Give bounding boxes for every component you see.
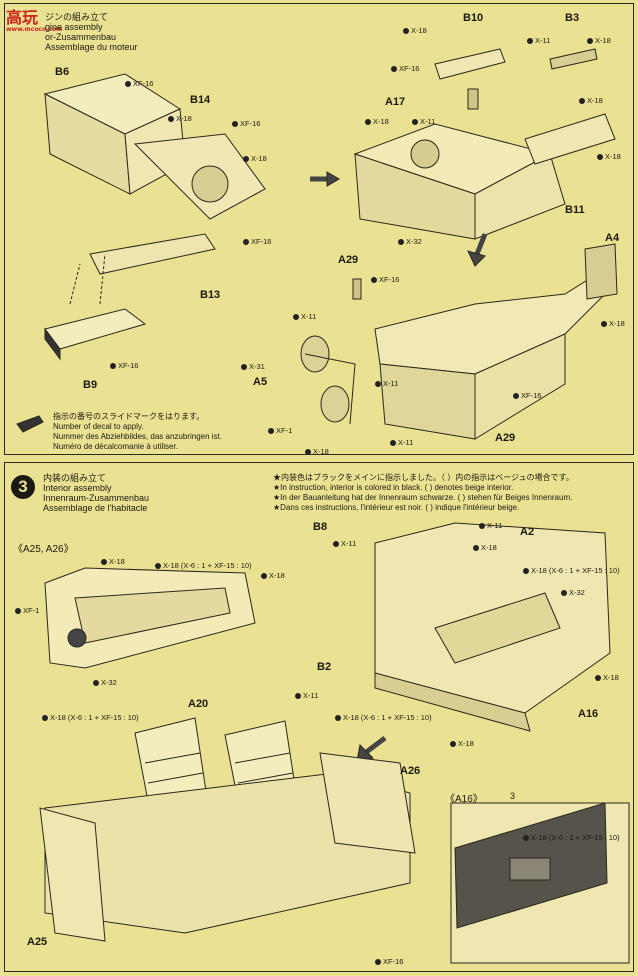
- code-x18: X-18: [261, 571, 285, 580]
- part-b14: B14: [190, 94, 211, 106]
- decal-ref: 3: [510, 791, 516, 801]
- code-xf16: XF-16: [110, 361, 138, 370]
- part-a29-top: A29: [338, 254, 359, 266]
- code-x18: X-18: [305, 447, 329, 456]
- mix-code: X-18 (X-6 : 1 + XF-15 : 10): [335, 713, 432, 722]
- code-x18: X-18: [365, 117, 389, 126]
- code-xf16: XF-16: [125, 79, 153, 88]
- code-x11: X-11: [333, 539, 356, 548]
- code-x18: X-18: [597, 152, 621, 161]
- part-a2: A2: [520, 526, 535, 538]
- code-x31: X-31: [241, 362, 265, 371]
- code-x11: X-11: [375, 379, 398, 388]
- part-a26: A26: [400, 765, 421, 777]
- decal-note-fr: Numéro de décalcomanie à utiliser.: [53, 442, 178, 451]
- color-note-jp: ★内装色はブラックをメインに指示しました。（ ）内の指示はベージュの場合です。: [273, 473, 574, 482]
- code-xf1: XF-1: [15, 606, 39, 615]
- mix-code: X-18 (X-6 : 1 + XF-15 : 10): [155, 561, 252, 570]
- mix-code: X-18 (X-6 : 1 + XF-15 : 10): [42, 713, 139, 722]
- code-x32: X-32: [93, 678, 117, 687]
- code-x11: X-11: [293, 312, 316, 321]
- part-a16: A16: [578, 708, 599, 720]
- decal-note-en: Number of decal to apply.: [53, 422, 144, 431]
- code-xf16: XF-16: [375, 957, 403, 966]
- mix-code: X-18 (X-6 : 1 + XF-15 : 10): [523, 566, 620, 575]
- code-x18: X-18: [450, 739, 474, 748]
- code-xf1: XF-1: [268, 426, 292, 435]
- title-fr: Assemblage du moteur: [45, 42, 138, 52]
- code-x11: X-11: [479, 521, 502, 530]
- code-x18: X-18: [601, 319, 625, 328]
- interior-diagram: [39, 522, 630, 964]
- step-number: 3: [11, 475, 35, 499]
- code-x32: X-32: [398, 237, 422, 246]
- engine-assembly-section: ジンの組み立て gine assembly or-Zusammenbau Ass…: [4, 3, 634, 456]
- a16-group-label: 《A16》: [445, 794, 483, 805]
- code-x18: X-18: [579, 96, 603, 105]
- interior-title-en: Interior assembly: [43, 483, 112, 493]
- part-a20: A20: [188, 698, 209, 710]
- color-note-de: ★In der Bauanleitung hat der Innenraum s…: [273, 493, 573, 502]
- code-x11: X-11: [390, 438, 413, 447]
- part-a5: A5: [253, 376, 268, 388]
- title-de: or-Zusammenbau: [45, 32, 117, 42]
- code-xf16: XF-16: [391, 64, 419, 73]
- code-xf16: XF-16: [513, 391, 541, 400]
- part-b8: B8: [313, 521, 328, 533]
- decal-note-de: Nummer des Abziehbildes, das anzubringen…: [53, 432, 222, 441]
- code-x11: X-11: [527, 36, 550, 45]
- code-x18: X-18: [595, 673, 619, 682]
- site-logo: 高玩 www.mcoco.com: [6, 4, 62, 33]
- part-b9: B9: [83, 379, 98, 391]
- part-a25: A25: [27, 936, 48, 948]
- code-x18: X-18: [168, 114, 192, 123]
- part-b11: B11: [565, 204, 585, 216]
- code-x18: X-18: [403, 26, 427, 35]
- part-a17: A17: [385, 96, 406, 108]
- code-x18: X-18: [587, 36, 611, 45]
- code-xf16: XF-16: [243, 237, 271, 246]
- decal-note-jp: 指示の番号のスライドマークをはります。: [53, 412, 205, 421]
- interior-title-fr: Assemblage de l'habitacle: [43, 503, 148, 513]
- part-b6: B6: [55, 66, 70, 78]
- logo-text: 高玩: [6, 8, 39, 27]
- mix-code: X-18 (X-6 : 1 + XF-15 : 10): [523, 833, 620, 842]
- engine-diagram: [16, 48, 618, 440]
- color-note-fr: ★Dans ces instructions, l'intérieur est …: [273, 503, 520, 512]
- code-x18: X-18: [101, 557, 125, 566]
- code-x11: X-11: [295, 691, 318, 700]
- logo-url: www.mcoco.com: [6, 26, 63, 33]
- title-jp: ジンの組み立て: [45, 12, 109, 22]
- interior-title-jp: 内装の組み立て: [43, 473, 107, 483]
- interior-assembly-section: 3 内装の組み立て Interior assembly Innenraum-Zu…: [4, 462, 634, 972]
- code-x18: X-18: [243, 154, 267, 163]
- part-b2: B2: [317, 661, 332, 673]
- code-x18: X-18: [473, 543, 497, 552]
- code-x32: X-32: [561, 588, 585, 597]
- interior-title-de: Innenraum-Zusammenbau: [43, 493, 150, 503]
- code-xf16: XF-16: [232, 119, 260, 128]
- part-a29-bottom: A29: [495, 432, 516, 444]
- code-x11: X-11: [412, 117, 435, 126]
- part-b13: B13: [200, 289, 221, 301]
- color-note-en: ★In instruction, interior is colored in …: [273, 483, 514, 492]
- part-a4: A4: [605, 232, 620, 244]
- door-group-label: 《A25, A26》: [13, 544, 74, 555]
- code-xf16: XF-16: [371, 275, 399, 284]
- part-b10: B10: [463, 12, 484, 24]
- title-en: gine assembly: [45, 22, 103, 32]
- part-b3: B3: [565, 12, 580, 24]
